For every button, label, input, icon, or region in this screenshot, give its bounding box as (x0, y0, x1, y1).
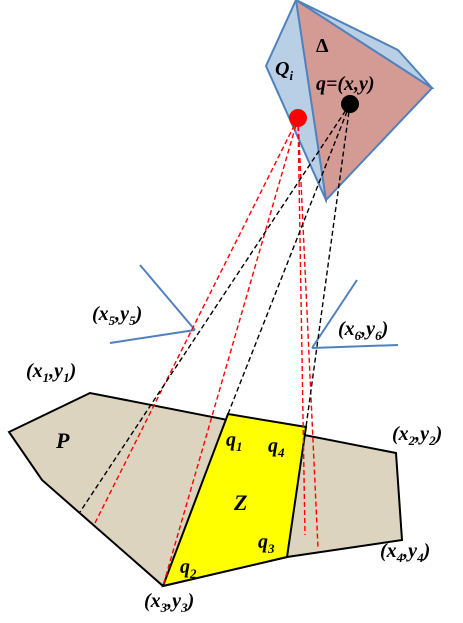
label-x2y2: (x2,y2) (392, 423, 442, 448)
label-q-point: q=(x,y) (316, 73, 375, 95)
red-point (289, 109, 307, 127)
label-z: Z (233, 490, 247, 515)
label-p: P (55, 428, 70, 453)
wedge-line-6b (311, 344, 399, 349)
label-x5y5: (x5,y5) (92, 303, 142, 328)
region-z (161, 412, 308, 588)
label-q3: q3 (258, 531, 275, 556)
label-x1y1: (x1,y1) (26, 360, 76, 385)
label-x3y3: (x3,y3) (144, 590, 194, 615)
label-x4y4: (x4,y4) (380, 540, 430, 565)
label-q2: q2 (180, 556, 197, 581)
wedge-line-5a (139, 264, 196, 331)
black-sightlines (79, 103, 351, 513)
black-point-q (341, 95, 359, 113)
label-q1: q1 (226, 429, 243, 454)
triangle-delta (294, 0, 434, 203)
wedge-line-6a (311, 279, 358, 349)
label-delta: Δ (316, 35, 329, 57)
label-qi: Qi (275, 58, 293, 83)
wedge-line-5b (109, 329, 196, 344)
label-x6y6: (x6,y6) (338, 318, 388, 343)
red-sightlines (94, 117, 319, 587)
label-q4: q4 (268, 435, 285, 460)
